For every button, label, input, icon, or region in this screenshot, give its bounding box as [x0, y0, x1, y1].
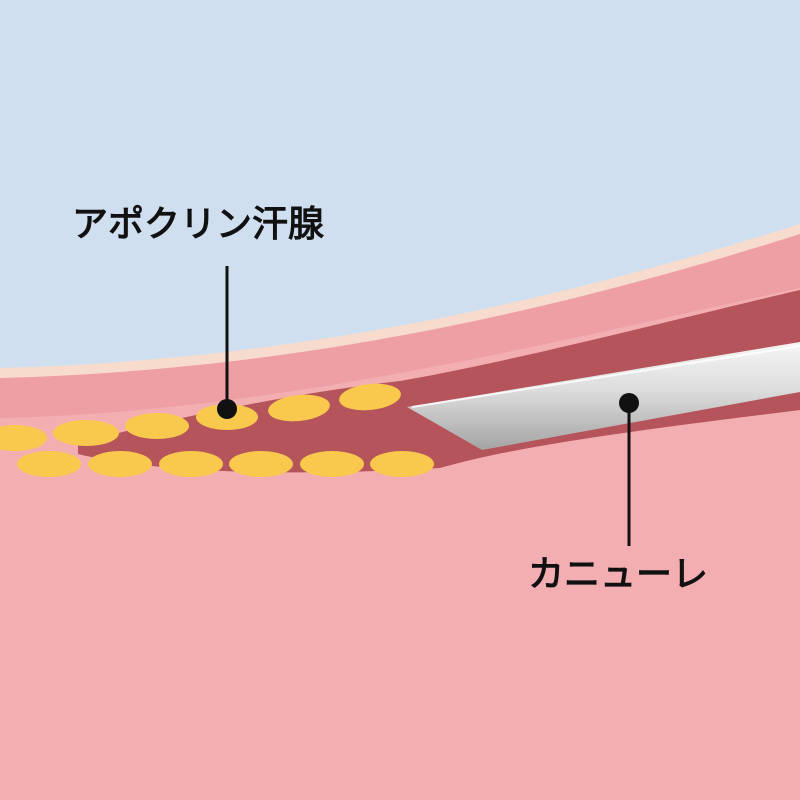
gland-lobule	[268, 394, 330, 422]
gland-lobule	[125, 413, 189, 439]
gland-lobule	[17, 451, 81, 477]
cannula-callout-dot	[619, 393, 639, 413]
gland-lobule	[0, 425, 47, 451]
gland-lobule	[53, 420, 119, 446]
cannula-highlight	[411, 345, 800, 408]
gland-lobule	[339, 383, 401, 411]
gland-lobule	[229, 451, 293, 477]
gland-callout-dot	[217, 399, 237, 419]
apocrine-gland-label: アポクリン汗腺	[72, 204, 325, 245]
gland-lobule	[300, 451, 364, 477]
apocrine-gland-cluster	[0, 383, 434, 477]
cannula-label: カニューレ	[528, 554, 709, 595]
gland-lobule	[370, 451, 434, 477]
gland-lobule	[159, 451, 223, 477]
cannula	[407, 342, 800, 450]
gland-lobule	[88, 451, 152, 477]
cannula-channel	[78, 290, 800, 473]
